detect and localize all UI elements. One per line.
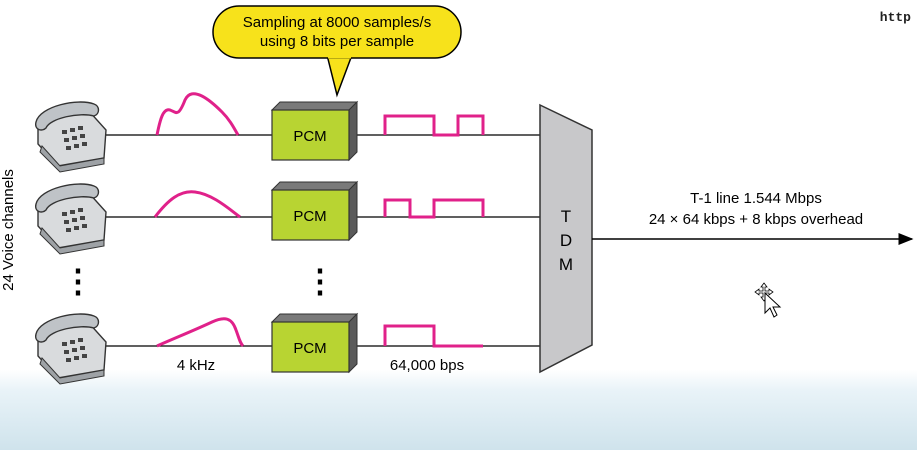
tdm-letter: M: [559, 255, 573, 274]
sampling-callout: Sampling at 8000 samples/s using 8 bits …: [212, 5, 462, 98]
cursor-move-icon: [754, 282, 782, 318]
telephone-icon: [34, 313, 107, 385]
telephone-icon: [34, 101, 107, 173]
pcm-box: PCM: [270, 312, 359, 374]
url-fragment: http: [879, 10, 911, 25]
callout-line1: Sampling at 8000 samples/s: [243, 14, 431, 31]
tdm-letter: T: [561, 207, 571, 226]
t1-line-label: T-1 line 1.544 Mbps: [690, 190, 822, 207]
analog-waveform: [153, 190, 241, 219]
digital-waveform: [383, 198, 485, 219]
telephone-icon: [34, 183, 107, 255]
pcm-box: PCM: [270, 100, 359, 162]
t1-overhead-label: 24 × 64 kbps + 8 kbps overhead: [649, 211, 863, 228]
pcm-box: PCM: [270, 180, 359, 242]
digital-rate-label: 64,000 bps: [390, 357, 464, 374]
analog-waveform: [156, 317, 245, 348]
tdm-multiplexer: T D M: [539, 103, 593, 374]
analog-bandwidth-label: 4 kHz: [177, 357, 215, 374]
background-band: [0, 370, 917, 450]
pcm-ellipsis: ⋮: [304, 263, 336, 299]
pcm-label: PCM: [293, 208, 326, 225]
phones-ellipsis: ⋮: [62, 263, 94, 299]
tdm-letter: D: [560, 231, 572, 250]
pcm-label: PCM: [293, 128, 326, 145]
analog-waveform: [155, 92, 240, 136]
voice-channels-label: 24 Voice channels: [0, 169, 17, 291]
digital-waveform: [383, 114, 485, 137]
callout-line2: using 8 bits per sample: [260, 33, 414, 50]
pcm-label: PCM: [293, 340, 326, 357]
digital-waveform: [383, 324, 483, 348]
